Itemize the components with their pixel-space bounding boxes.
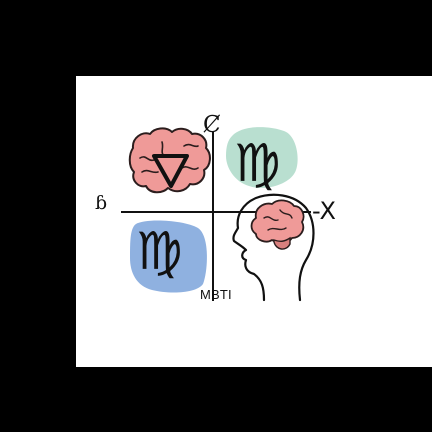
top-axis-label: Ȼ bbox=[203, 112, 221, 138]
blue-tile bbox=[130, 220, 207, 293]
mbti-label: MBTI bbox=[200, 287, 232, 302]
virgo-symbol-icon: ♍ bbox=[234, 134, 281, 194]
illustration-art bbox=[121, 127, 315, 302]
brain-with-triangle-icon bbox=[128, 127, 211, 194]
illustration-canvas: ♍ ♍ Ȼ ɓ -X MBTI bbox=[76, 76, 432, 367]
virgo-symbol-icon: ♍ bbox=[136, 222, 183, 282]
left-axis-label: ɓ bbox=[95, 192, 108, 214]
head-with-brain-icon bbox=[232, 193, 315, 302]
right-axis-label: -X bbox=[312, 197, 336, 225]
green-tile bbox=[226, 127, 298, 188]
